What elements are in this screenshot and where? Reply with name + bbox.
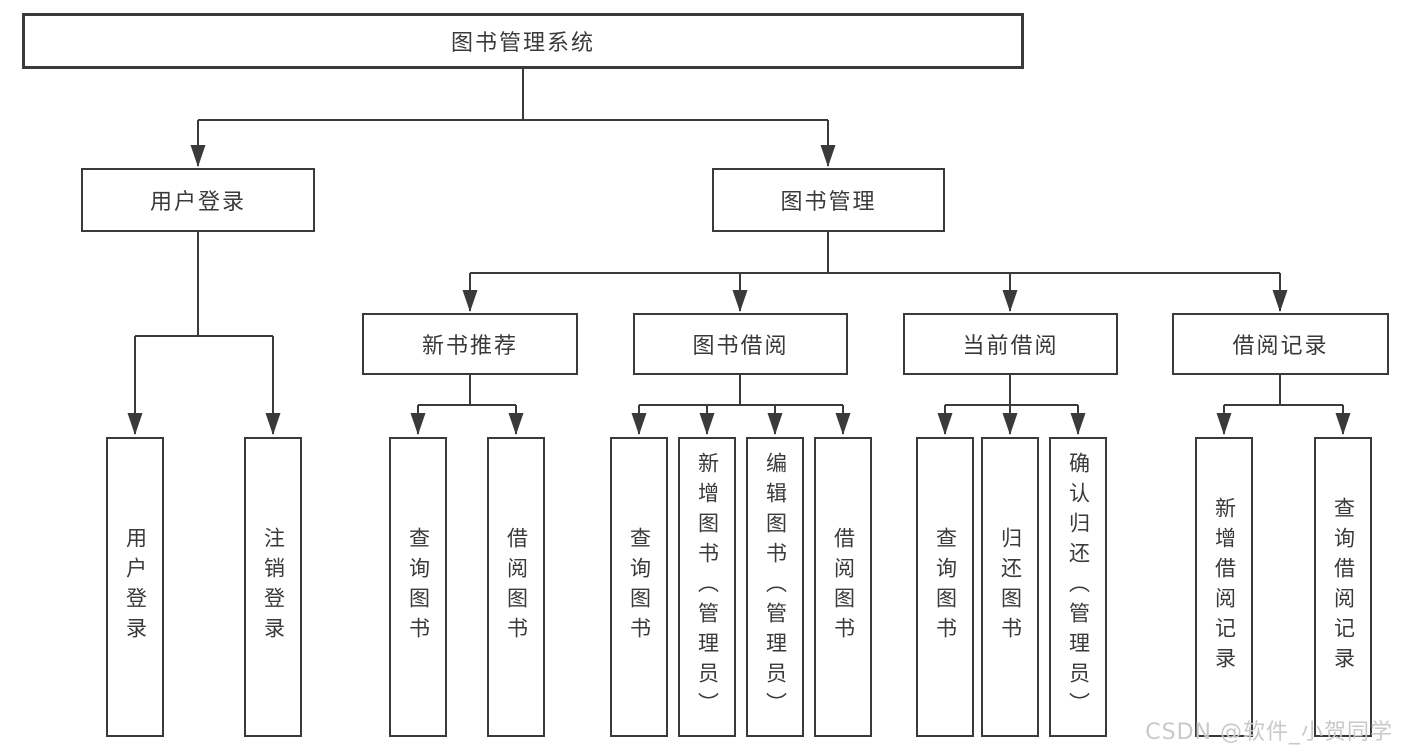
node-label: 新增图书（管理员） — [695, 452, 720, 722]
node-label: 查询图书 — [627, 527, 652, 647]
node-label: 注销登录 — [261, 527, 286, 647]
node-library-management-system: 图书管理系统 — [22, 13, 1024, 69]
node-label: 编辑图书（管理员） — [763, 452, 788, 722]
leaf-confirm-return-admin: 确认归还（管理员） — [1049, 437, 1107, 737]
node-label: 新书推荐 — [421, 334, 518, 359]
node-book-borrowing: 图书借阅 — [633, 313, 848, 375]
node-label: 用户登录 — [149, 190, 246, 215]
node-label: 图书借阅 — [692, 334, 789, 359]
leaf-query-book-current: 查询图书 — [916, 437, 974, 737]
leaf-edit-book-admin: 编辑图书（管理员） — [746, 437, 804, 737]
leaf-user-login: 用户登录 — [106, 437, 164, 737]
csdn-watermark: CSDN @软件_小贺同学 — [1145, 720, 1393, 745]
node-label: 查询图书 — [406, 527, 431, 647]
node-label: 归还图书 — [998, 527, 1023, 647]
leaf-query-book-recommend: 查询图书 — [389, 437, 447, 737]
node-new-book-recommend: 新书推荐 — [362, 313, 578, 375]
node-book-management: 图书管理 — [712, 168, 945, 232]
node-borrowing-records: 借阅记录 — [1172, 313, 1389, 375]
leaf-borrow-book: 借阅图书 — [814, 437, 872, 737]
node-label: 借阅图书 — [504, 527, 529, 647]
leaf-logout: 注销登录 — [244, 437, 302, 737]
node-label: 新增借阅记录 — [1212, 497, 1237, 677]
leaf-query-book-borrowing: 查询图书 — [610, 437, 668, 737]
node-label: 图书管理 — [780, 190, 877, 215]
leaf-add-borrow-record: 新增借阅记录 — [1195, 437, 1253, 737]
leaf-return-book: 归还图书 — [981, 437, 1039, 737]
node-current-borrowing: 当前借阅 — [903, 313, 1118, 375]
leaf-query-borrow-record: 查询借阅记录 — [1314, 437, 1372, 737]
node-label: 图书管理系统 — [450, 31, 595, 56]
node-label: 当前借阅 — [962, 334, 1059, 359]
node-label: 查询图书 — [933, 527, 958, 647]
node-label: 借阅记录 — [1232, 334, 1329, 359]
node-user-login: 用户登录 — [81, 168, 315, 232]
leaf-add-book-admin: 新增图书（管理员） — [678, 437, 736, 737]
leaf-borrow-book-recommend: 借阅图书 — [487, 437, 545, 737]
node-label: 确认归还（管理员） — [1066, 452, 1091, 722]
node-label: 查询借阅记录 — [1331, 497, 1356, 677]
node-label: 借阅图书 — [831, 527, 856, 647]
node-label: 用户登录 — [123, 527, 148, 647]
